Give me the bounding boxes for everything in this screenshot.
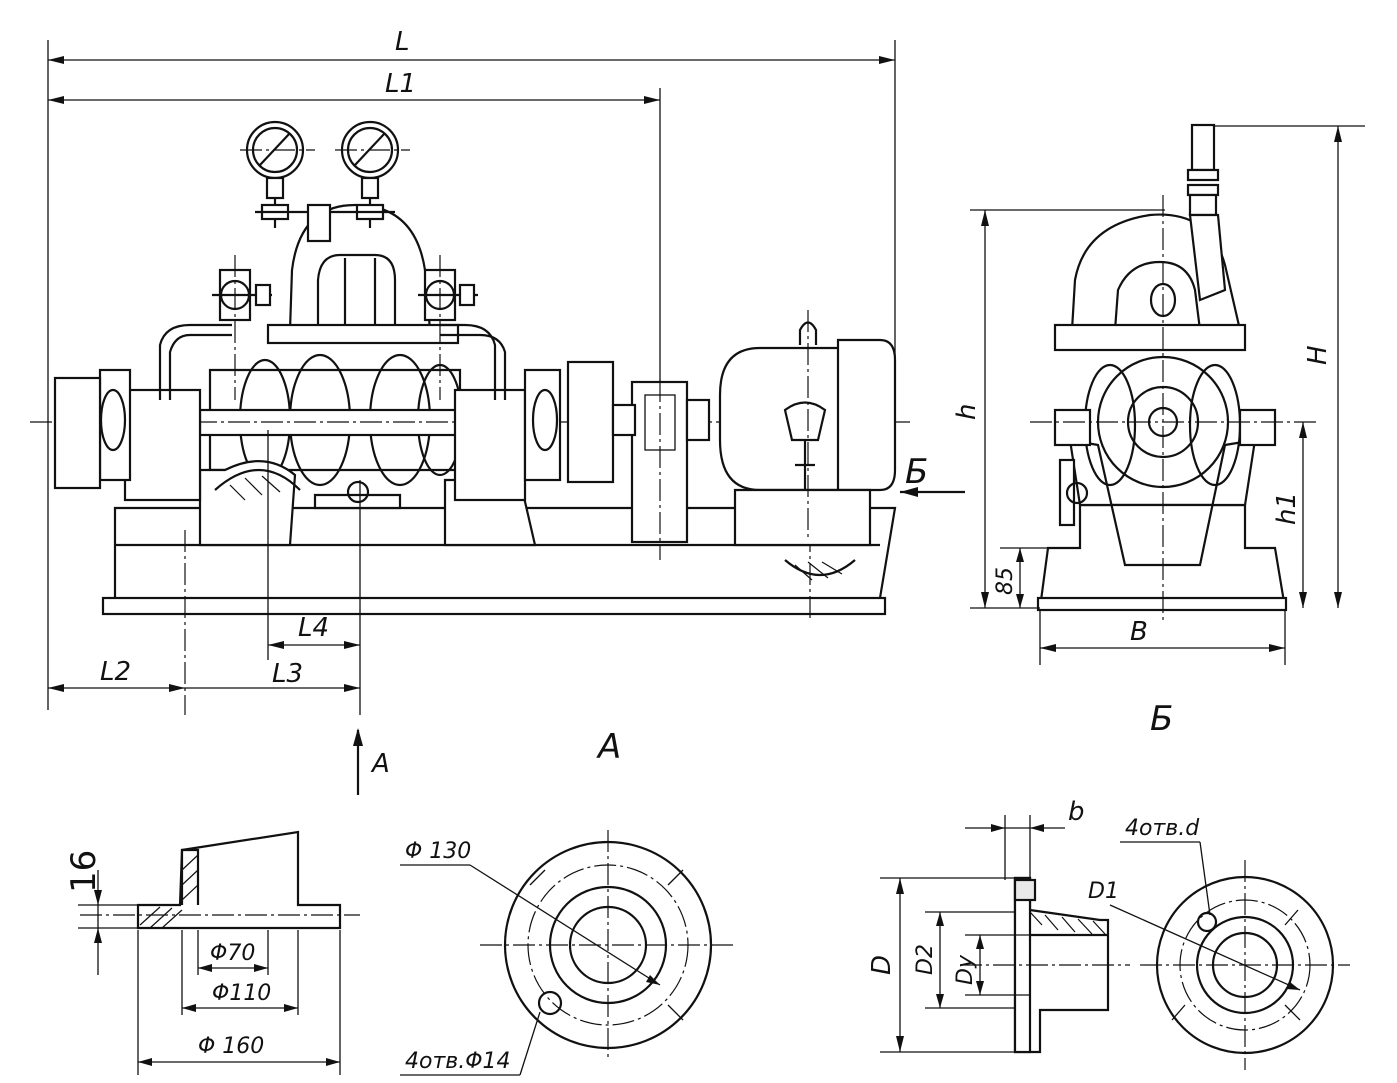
side-view: H h h1 85 <box>952 123 1365 739</box>
dim-L4-label: L4 <box>298 613 329 643</box>
dim-d70-label: Φ70 <box>210 941 255 966</box>
coupling <box>611 380 711 560</box>
view-arrow-A: A <box>353 728 390 795</box>
view-arrow-B: Б <box>900 452 965 497</box>
dim-D1-label: D1 <box>1088 879 1119 904</box>
dim-h-label: h <box>952 404 982 420</box>
detail-A-caption: A <box>596 727 621 767</box>
dim-L-label: L <box>395 27 410 57</box>
gland-piping <box>158 255 507 400</box>
dim-holes-d-label: 4отв.d <box>1125 816 1200 841</box>
dim-H: H <box>1214 125 1365 608</box>
dim-L: L <box>47 27 896 710</box>
dim-L2-label: L2 <box>100 657 131 687</box>
dim-B-label: B <box>1130 617 1148 647</box>
pressure-gauges <box>240 120 410 243</box>
dim-B: B <box>1039 610 1286 665</box>
detail-A-section: 16 Φ70 Φ110 Φ 160 <box>64 830 360 1075</box>
dim-L1-label: L1 <box>385 69 416 99</box>
dim-d110-label: Φ110 <box>212 981 271 1006</box>
side-view-caption: Б <box>1150 699 1173 739</box>
dim-h1-label: h1 <box>1272 492 1302 525</box>
shaft <box>30 360 910 502</box>
dim-thk-label: 16 <box>64 850 104 893</box>
dim-85-label: 85 <box>993 567 1018 595</box>
flange-detail-front: D1 4отв.d <box>1088 816 1350 1070</box>
dim-b-label: b <box>1068 797 1085 827</box>
front-view: L L1 <box>30 27 965 795</box>
dim-d160-label: Φ 160 <box>198 1034 264 1059</box>
dim-H-label: H <box>1303 345 1333 365</box>
dim-holes-label: 4отв.Φ14 <box>405 1049 511 1074</box>
dim-L4: L4 <box>267 430 361 715</box>
dim-L2: L2 <box>48 657 185 692</box>
dim-L3: L3 <box>185 659 360 692</box>
view-arrow-B-label: Б <box>905 452 928 492</box>
dim-d130-label: Φ 130 <box>405 839 471 864</box>
dim-85: 85 <box>970 547 1050 609</box>
dim-L1: L1 <box>48 69 661 390</box>
dim-D-label: D <box>867 955 897 975</box>
electric-motor <box>718 310 897 547</box>
dim-h: h <box>952 209 1165 608</box>
dim-h1: h1 <box>1272 422 1307 608</box>
flange-detail-section: b D D2 Dy <box>867 797 1130 1054</box>
view-arrow-A-label: A <box>370 749 390 779</box>
dim-D2-label: D2 <box>913 944 938 975</box>
dim-L3-label: L3 <box>272 659 303 689</box>
dim-Dy-label: Dy <box>953 954 978 985</box>
detail-A-flange: Φ 130 4отв.Φ14 <box>400 830 735 1076</box>
